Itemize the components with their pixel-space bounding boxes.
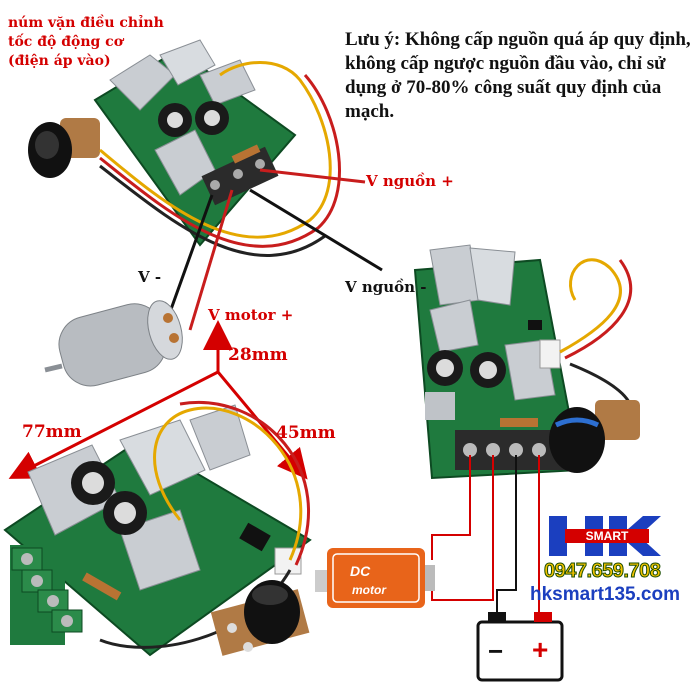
battery-plus-sign: + <box>532 634 549 665</box>
motor-box-line2: motor <box>352 583 386 597</box>
right-controller-board <box>413 244 582 480</box>
v-motor-plus-label: V motor + <box>208 306 294 324</box>
logo-text: SMART <box>586 529 629 543</box>
motor-box-line1: DC <box>350 563 371 579</box>
knob-label: núm vặn điều chỉnh tốc độ động cơ (điện … <box>8 15 164 69</box>
battery-symbol <box>476 612 564 682</box>
dc-motor-box <box>315 548 435 608</box>
dc-motor-photo <box>44 300 183 387</box>
top-controller-board <box>93 39 297 247</box>
wiring-diagram <box>431 455 540 620</box>
website: hksmart135.com <box>530 584 680 605</box>
width-dimension-label: 45mm <box>276 423 336 443</box>
bottom-potentiometer <box>210 580 310 656</box>
height-dimension-label: 28mm <box>228 345 288 365</box>
bottom-controller-board <box>3 404 312 657</box>
v-source-minus-label: V nguồn - <box>345 278 427 296</box>
right-potentiometer <box>549 400 640 473</box>
hk-smart-logo: SMART <box>549 516 661 556</box>
length-dimension-label: 77mm <box>22 422 82 442</box>
battery-minus-sign: − <box>488 636 504 666</box>
phone-number: 0947.659.708 <box>543 560 661 583</box>
v-source-plus-label: V nguồn + <box>366 172 454 190</box>
v-minus-label: V - <box>138 268 162 286</box>
top-potentiometer <box>28 118 100 178</box>
warning-note: Lưu ý: Không cấp nguồn quá áp quy định, … <box>345 29 691 122</box>
